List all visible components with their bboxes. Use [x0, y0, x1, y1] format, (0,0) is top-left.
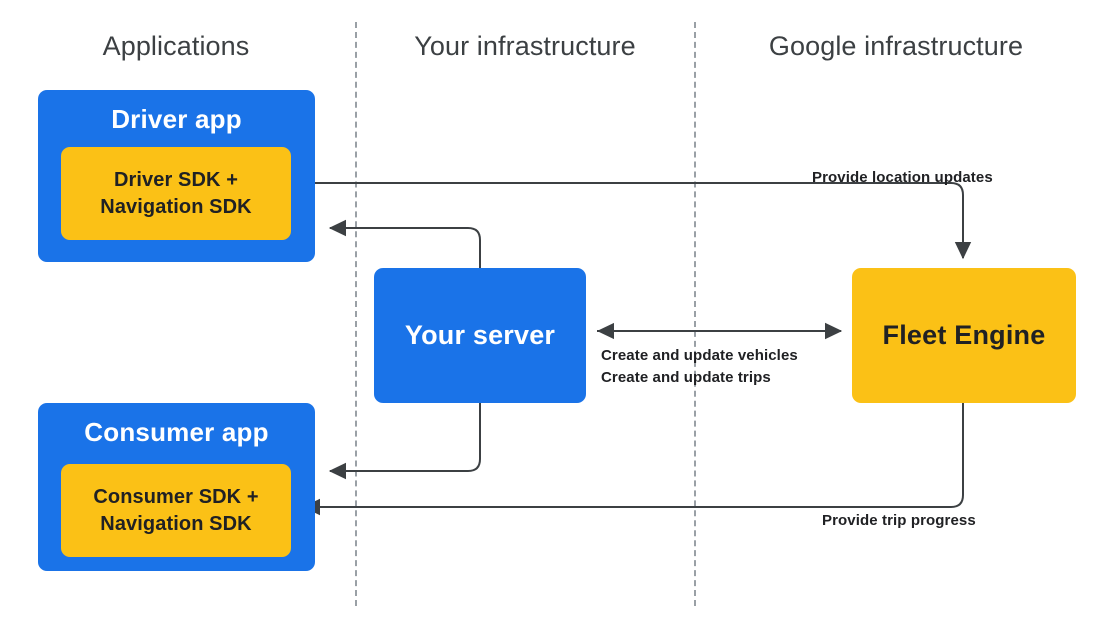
node-your-server[interactable]: Your server — [374, 268, 586, 403]
edge-fleet-engine-to-consumer-app — [302, 403, 964, 516]
fleet-engine-title: Fleet Engine — [882, 320, 1046, 350]
consumer-sdk-label: Consumer SDK + Navigation SDK — [93, 486, 259, 535]
driver-sdk-box[interactable]: Driver SDK + Navigation SDK — [61, 147, 291, 240]
column-heading-your-infrastructure: Your infrastructure — [414, 31, 636, 61]
edge-label-provide-location-updates: Provide location updates — [812, 169, 993, 186]
your-server-title: Your server — [404, 320, 556, 350]
edge-server-to-driver-app — [328, 219, 481, 268]
column-heading-applications: Applications — [102, 31, 250, 61]
column-divider-left — [355, 22, 357, 606]
column-divider-right — [694, 22, 696, 606]
edge-driver-to-fleet-engine — [291, 182, 972, 260]
column-heading-google-infrastructure: Google infrastructure — [768, 31, 1024, 61]
driver-sdk-label: Driver SDK + Navigation SDK — [100, 169, 252, 218]
consumer-app-title: Consumer app — [84, 417, 269, 447]
edge-label-create-and-update: Create and update vehicles Create and up… — [601, 347, 798, 386]
driver-app-title: Driver app — [111, 104, 242, 134]
edge-server-to-consumer-app — [328, 403, 481, 480]
consumer-sdk-box[interactable]: Consumer SDK + Navigation SDK — [61, 464, 291, 557]
node-fleet-engine[interactable]: Fleet Engine — [852, 268, 1076, 403]
edge-label-provide-trip-progress: Provide trip progress — [822, 512, 976, 529]
